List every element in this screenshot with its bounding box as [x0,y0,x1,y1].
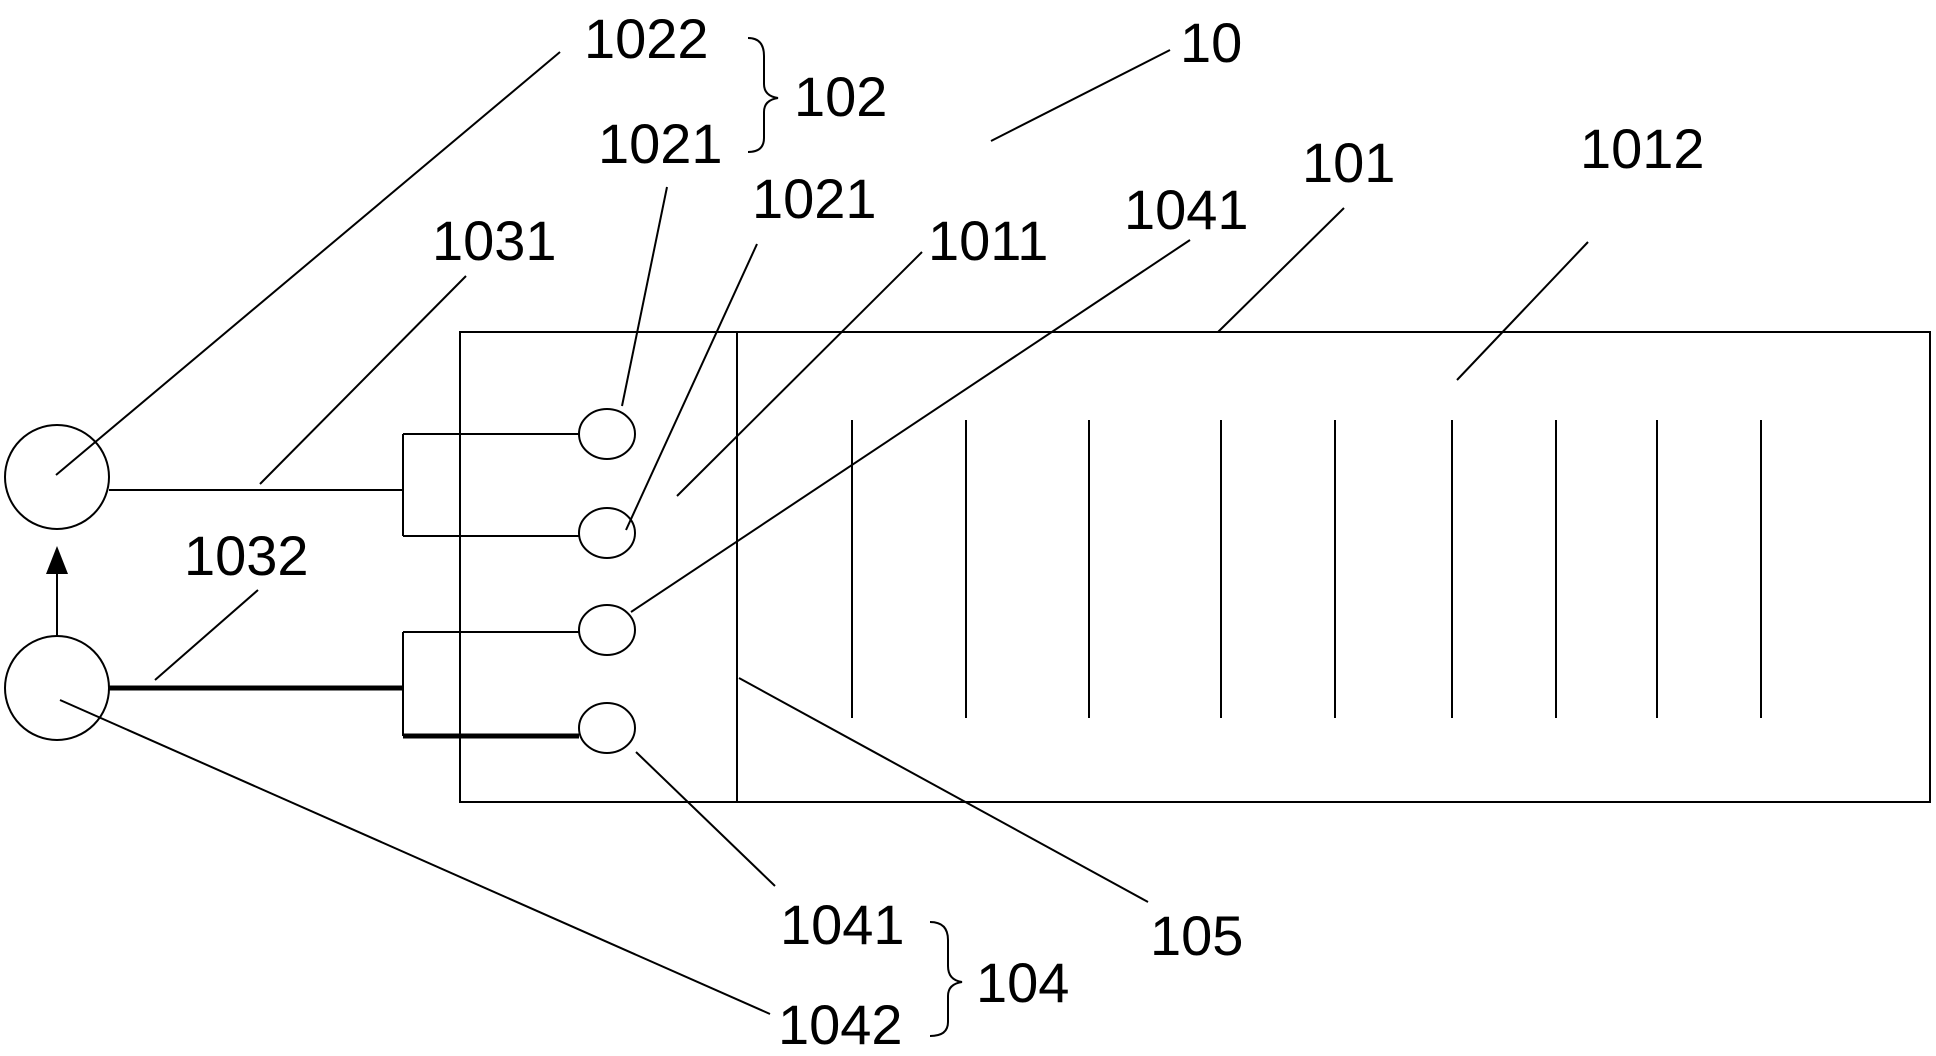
electrode-1041-top [578,604,636,656]
label-1011: 1011 [928,209,1048,272]
label-101: 101 [1302,131,1395,194]
label-1021-top: 1021 [598,112,723,175]
label-1022: 1022 [584,7,709,70]
source-circle-1042 [4,635,110,741]
label-1042: 1042 [778,993,903,1056]
label-1012: 1012 [1580,117,1705,180]
source-circle-1022 [4,424,110,530]
arrow-head [46,546,68,574]
wire-1031 [109,433,579,537]
label-10: 10 [1180,11,1242,74]
electrode-1021-bottom [578,507,636,559]
label-1031: 1031 [432,209,557,272]
label-1041-top: 1041 [1124,178,1249,241]
label-1021-bottom: 1021 [752,167,877,230]
label-104: 104 [976,951,1069,1014]
brace-104 [929,921,963,1037]
label-105: 105 [1150,904,1243,967]
electrode-1041-bottom [578,702,636,754]
label-102: 102 [794,65,887,128]
label-1041-bottom: 1041 [780,893,905,956]
leader-lines [55,49,1589,1015]
brace-102 [747,37,779,153]
main-body [459,331,1931,803]
wire-1032 [109,631,579,739]
electrode-1021-top [578,408,636,460]
channel-lines [851,420,1762,718]
label-1032: 1032 [184,524,309,587]
